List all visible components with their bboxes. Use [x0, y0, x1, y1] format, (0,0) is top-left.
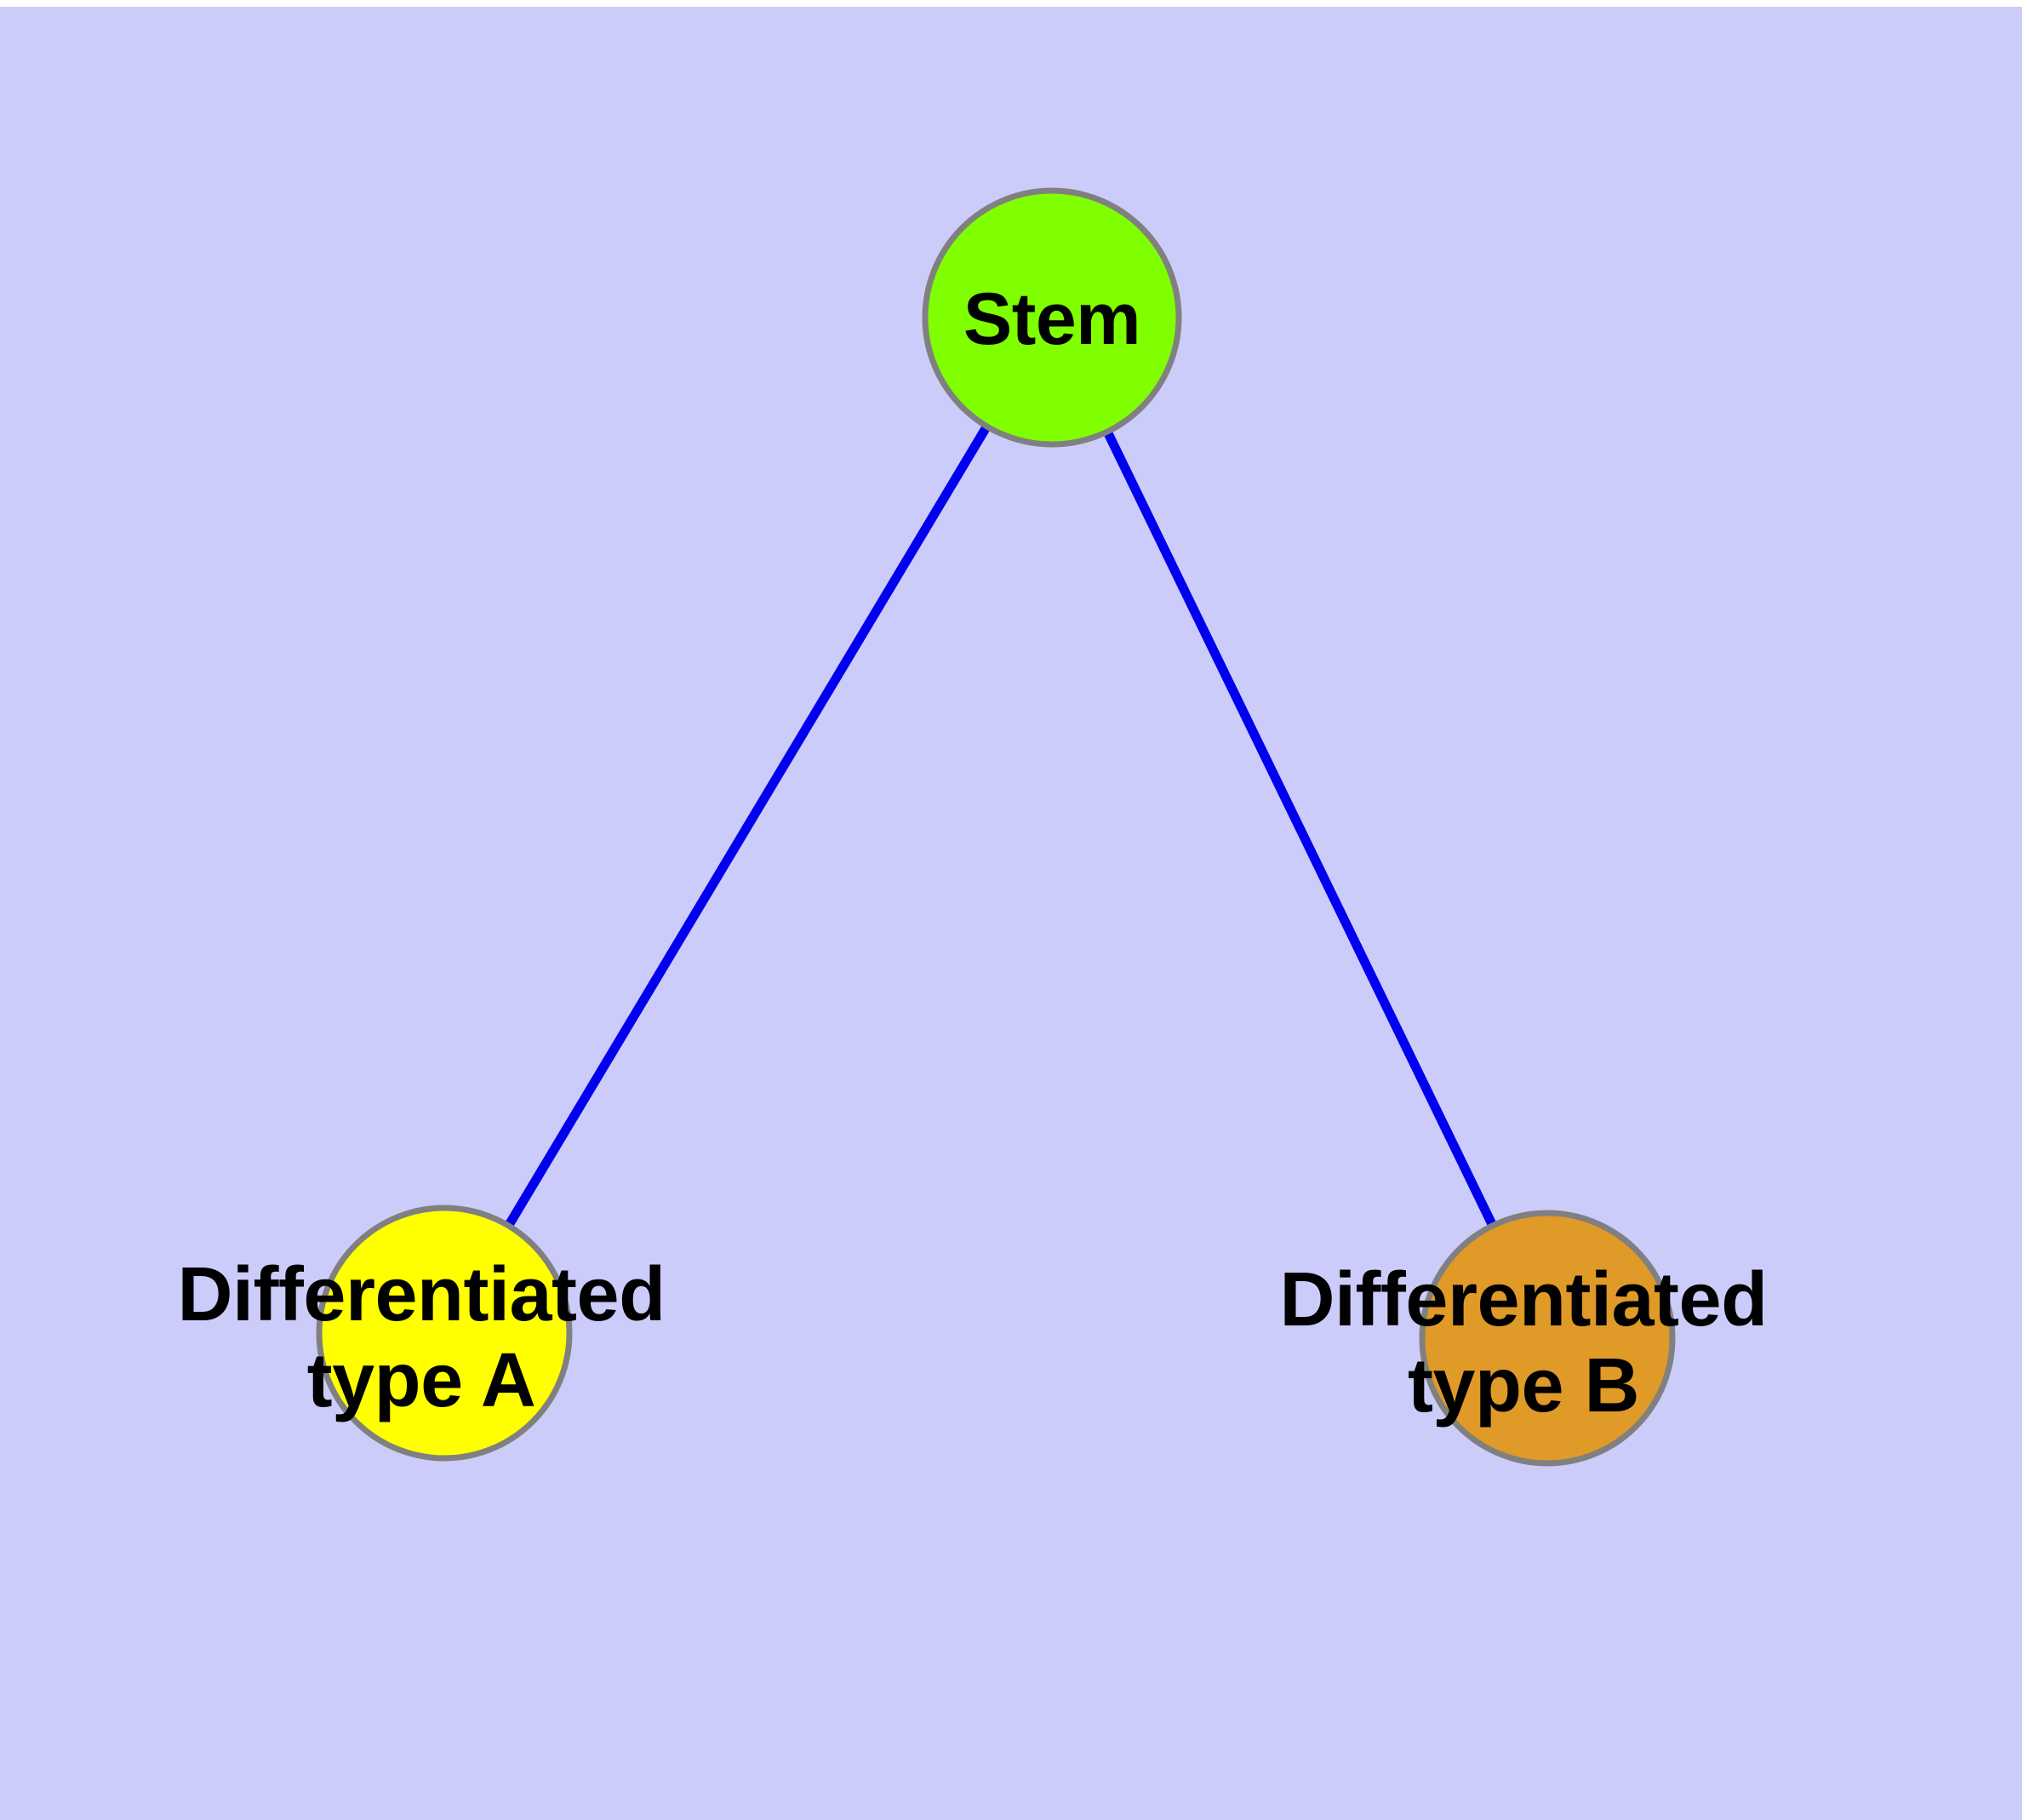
node-diff-b[interactable] [1419, 1210, 1676, 1467]
edge-stem-to-diff-a [440, 315, 1056, 1336]
edge-layer [440, 315, 1552, 1341]
edge-stem-to-diff-b [1048, 315, 1552, 1341]
node-diff-a[interactable] [316, 1205, 573, 1462]
node-stem[interactable] [922, 187, 1182, 448]
node-layer [316, 187, 1676, 1467]
